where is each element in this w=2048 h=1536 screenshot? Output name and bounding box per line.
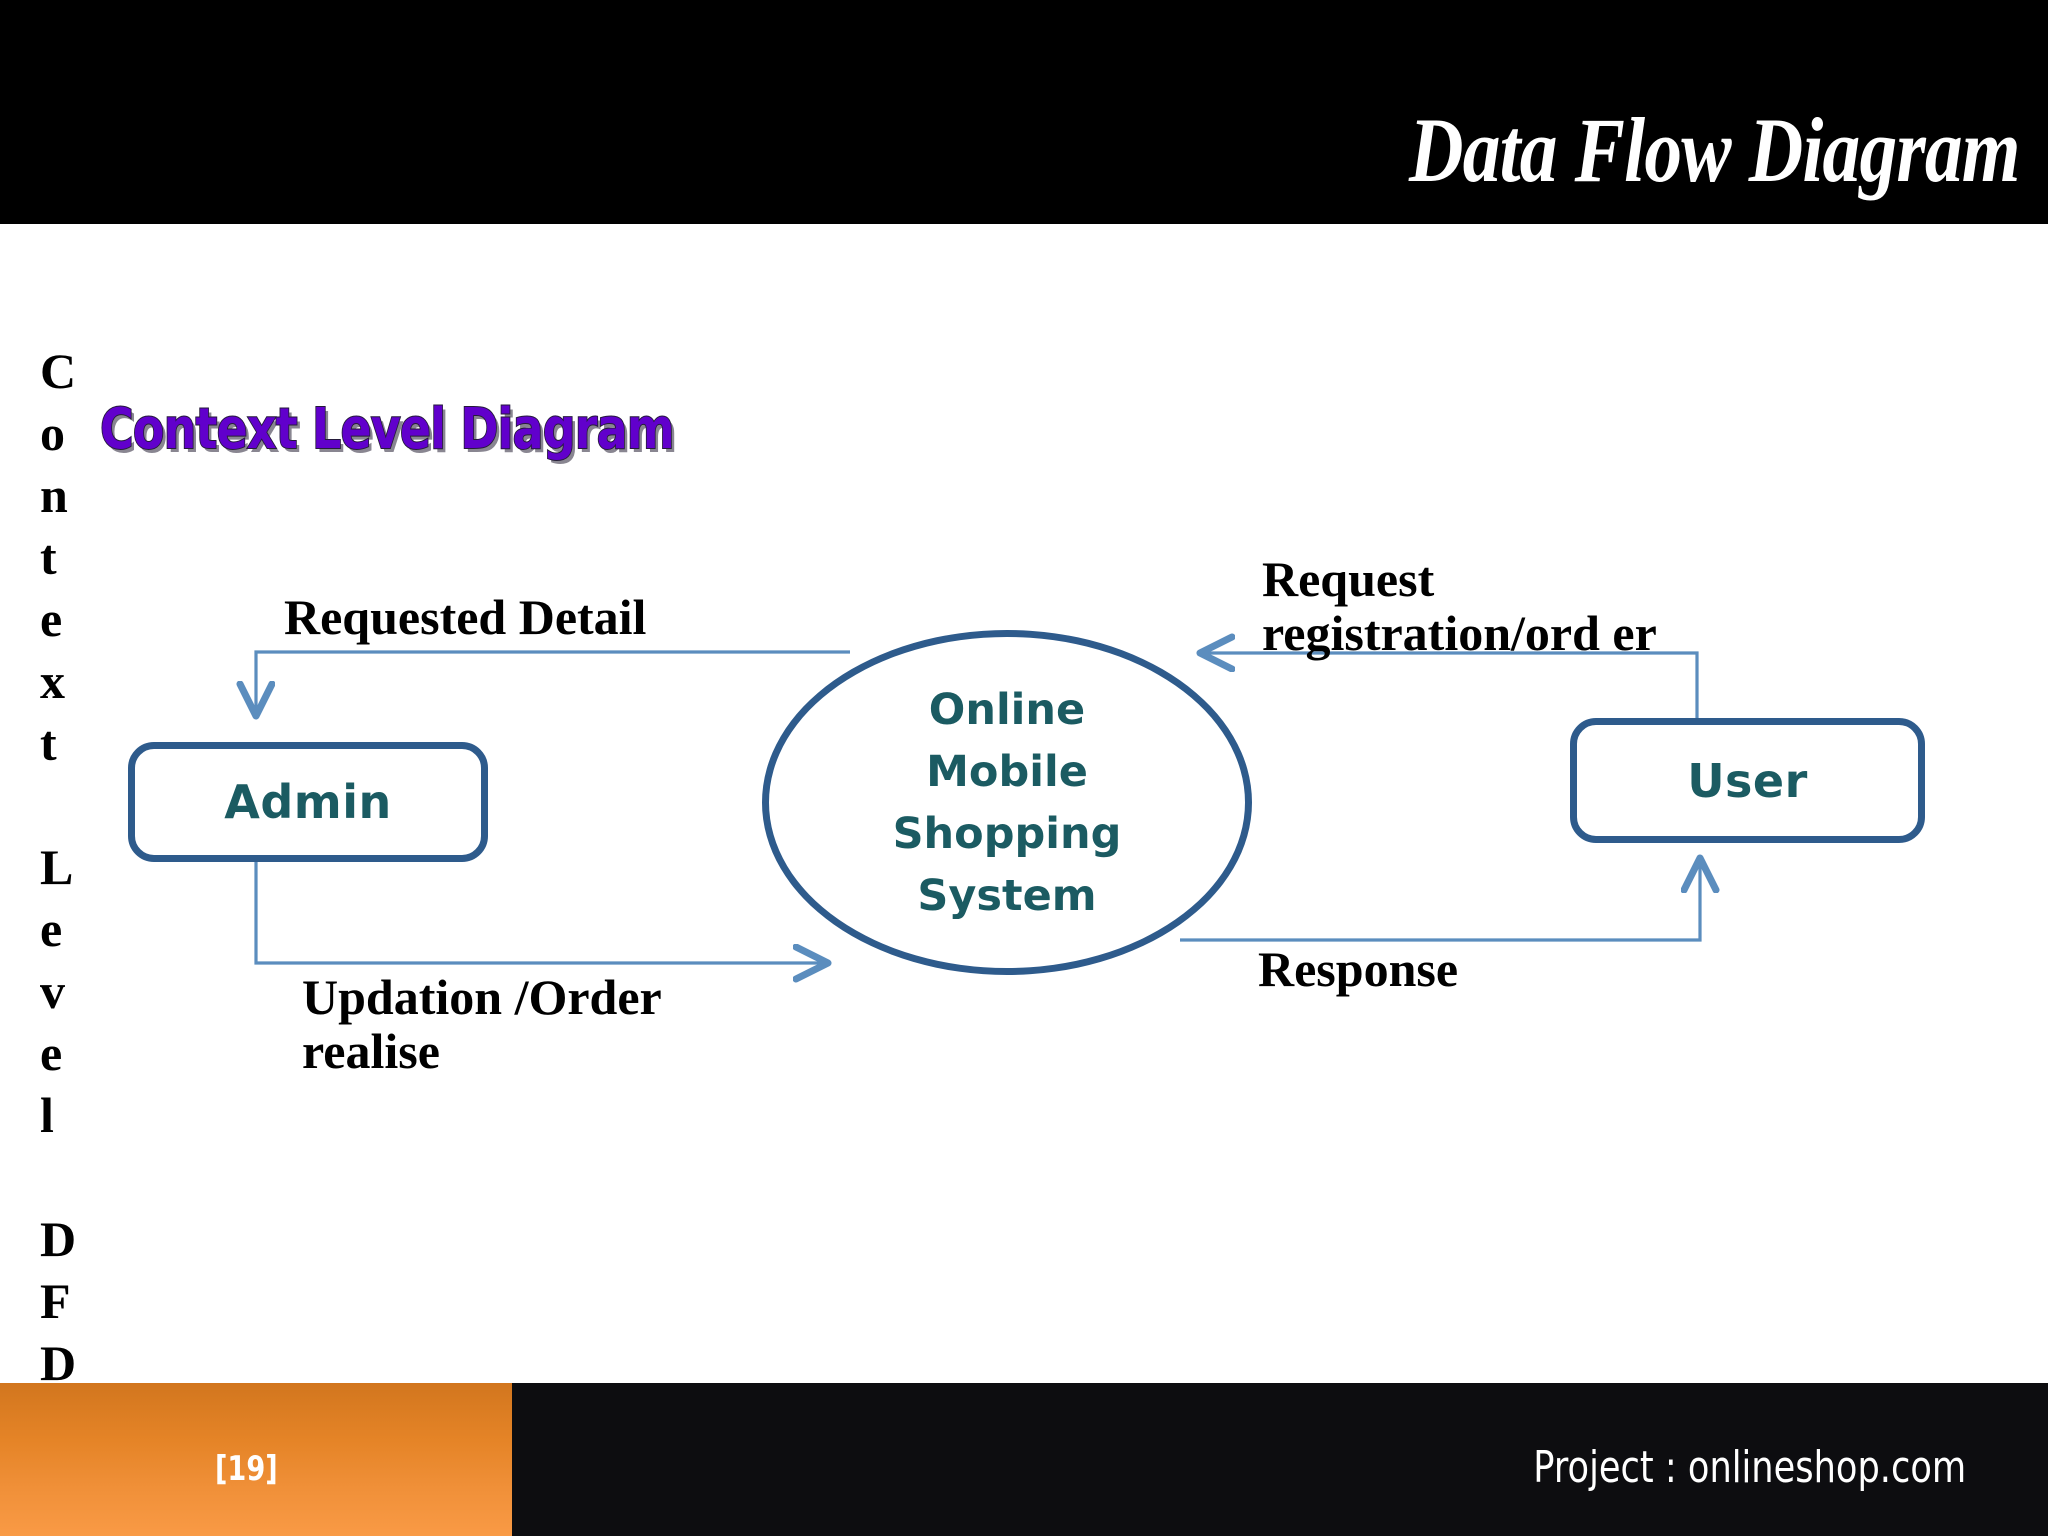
connector-updation-order (254, 862, 828, 963)
process-node[interactable]: Online Mobile Shopping System (762, 630, 1252, 975)
process-label: Online Mobile Shopping System (892, 684, 1122, 921)
header-bar: Data Flow Diagram (0, 0, 2048, 224)
vertical-side-caption: C o n t e x t L e v e l D F D (40, 343, 77, 1391)
footer-project-label: Project : onlineshop.com (1533, 1442, 1966, 1493)
footer-orange-panel (0, 1383, 512, 1536)
footer-black-bar (512, 1383, 2048, 1536)
flow-label-updation-order: Updation /Order realise (302, 969, 661, 1079)
flow-label-request-registration: Request registration/ord er (1262, 551, 1657, 661)
footer-page-number: [19] (215, 1449, 278, 1489)
connector-requested-detail (256, 650, 850, 716)
entity-user-label: User (1687, 753, 1808, 808)
flow-label-response: Response (1258, 941, 1459, 997)
entity-admin-label: Admin (224, 775, 392, 829)
entity-user[interactable]: User (1570, 718, 1925, 843)
flow-label-requested-detail: Requested Detail (284, 589, 647, 645)
wordart-heading: Context Level Diagram (99, 397, 675, 462)
connector-request-registration (1200, 653, 1699, 718)
entity-admin[interactable]: Admin (128, 742, 488, 862)
connector-response (1180, 858, 1700, 942)
page-title: Data Flow Diagram (1409, 99, 2020, 201)
